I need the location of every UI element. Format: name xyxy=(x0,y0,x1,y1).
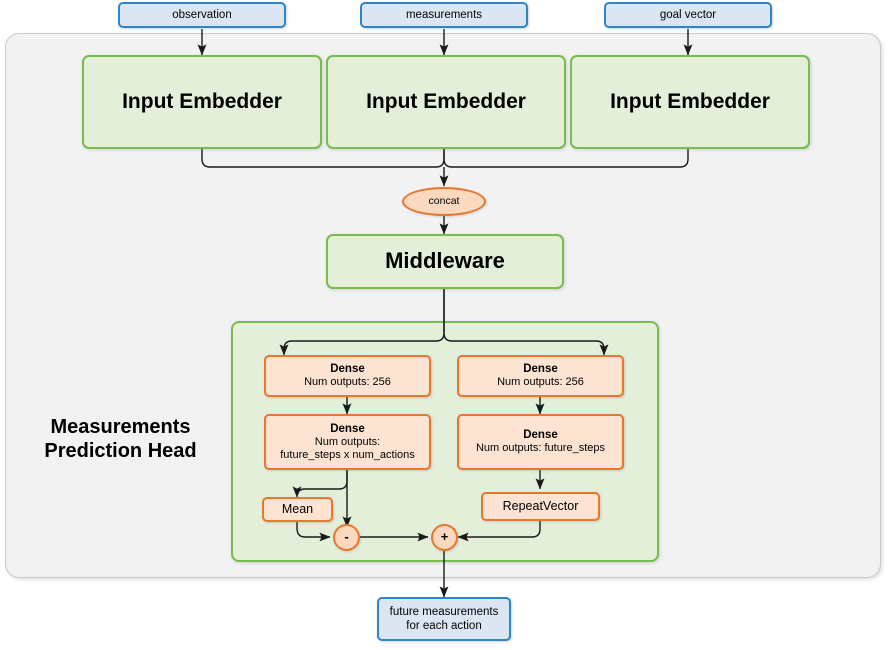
edge-embedder3-to-concat-junction xyxy=(443,149,689,168)
output-box-future-measurements[interactable]: future measurements for each action xyxy=(377,597,511,641)
right-dense-256[interactable]: Dense Num outputs: 256 xyxy=(457,355,624,397)
edge-middleware-to-left-dense1 xyxy=(279,288,445,356)
left-dense-256-detail: Num outputs: 256 xyxy=(304,376,391,389)
output-label-line-1: future measurements xyxy=(389,605,499,618)
left-dense-actions-detail-2: future_steps x num_actions xyxy=(280,449,415,461)
right-dense-steps-title: Dense xyxy=(523,429,558,442)
middleware-label: Middleware xyxy=(385,248,505,274)
edge-embedder1-to-concat-junction xyxy=(201,149,445,168)
repeat-vector-label: RepeatVector xyxy=(502,498,579,513)
input-embedder-label-3: Input Embedder xyxy=(610,90,770,114)
edge-mean-to-minus xyxy=(296,521,331,542)
edge-left-dense2-to-mean xyxy=(292,470,348,498)
head-label-line-1: Measurements xyxy=(50,415,191,438)
repeat-vector-node[interactable]: RepeatVector xyxy=(481,492,600,521)
input-box-goal-vector[interactable]: goal vector xyxy=(604,2,772,28)
output-label-line-2: for each action xyxy=(406,620,482,632)
measurements-prediction-head-label: Measurements Prediction Head xyxy=(18,408,223,470)
edge-repeatvector-to-plus xyxy=(457,521,541,542)
add-operator[interactable]: + xyxy=(431,524,458,551)
left-dense-future-steps-num-actions[interactable]: Dense Num outputs: future_steps x num_ac… xyxy=(264,414,431,470)
input-embedder-measurements[interactable]: Input Embedder xyxy=(326,55,566,149)
mean-node[interactable]: Mean xyxy=(262,497,333,522)
middleware-node[interactable]: Middleware xyxy=(326,234,564,289)
concat-label: concat xyxy=(428,195,460,208)
left-dense-actions-detail-1: Num outputs: xyxy=(314,435,381,448)
mean-label: Mean xyxy=(281,501,314,516)
right-dense-steps-detail: Num outputs: future_steps xyxy=(475,442,605,455)
right-dense-256-title: Dense xyxy=(523,363,558,376)
input-box-observation[interactable]: observation xyxy=(118,2,286,28)
input-label-observation: observation xyxy=(172,8,232,21)
edge-middleware-to-right-dense1 xyxy=(443,288,609,356)
input-label-goal-vector: goal vector xyxy=(659,8,717,21)
subtract-operator-label: - xyxy=(344,528,349,544)
right-dense-256-detail: Num outputs: 256 xyxy=(497,376,584,389)
right-dense-future-steps[interactable]: Dense Num outputs: future_steps xyxy=(457,414,624,470)
add-operator-label: + xyxy=(440,528,449,544)
head-label-line-2: Prediction Head xyxy=(44,440,197,462)
input-box-measurements[interactable]: measurements xyxy=(360,2,528,28)
concat-node[interactable]: concat xyxy=(402,187,486,216)
input-embedder-label-2: Input Embedder xyxy=(366,90,526,114)
left-dense-256-title: Dense xyxy=(330,363,365,376)
subtract-operator[interactable]: - xyxy=(333,524,360,551)
input-label-measurements: measurements xyxy=(405,8,483,21)
input-embedder-goal-vector[interactable]: Input Embedder xyxy=(570,55,810,149)
input-embedder-observation[interactable]: Input Embedder xyxy=(82,55,322,149)
input-embedder-label-1: Input Embedder xyxy=(122,90,282,114)
left-dense-256[interactable]: Dense Num outputs: 256 xyxy=(264,355,431,397)
left-dense-actions-title: Dense xyxy=(330,422,365,435)
